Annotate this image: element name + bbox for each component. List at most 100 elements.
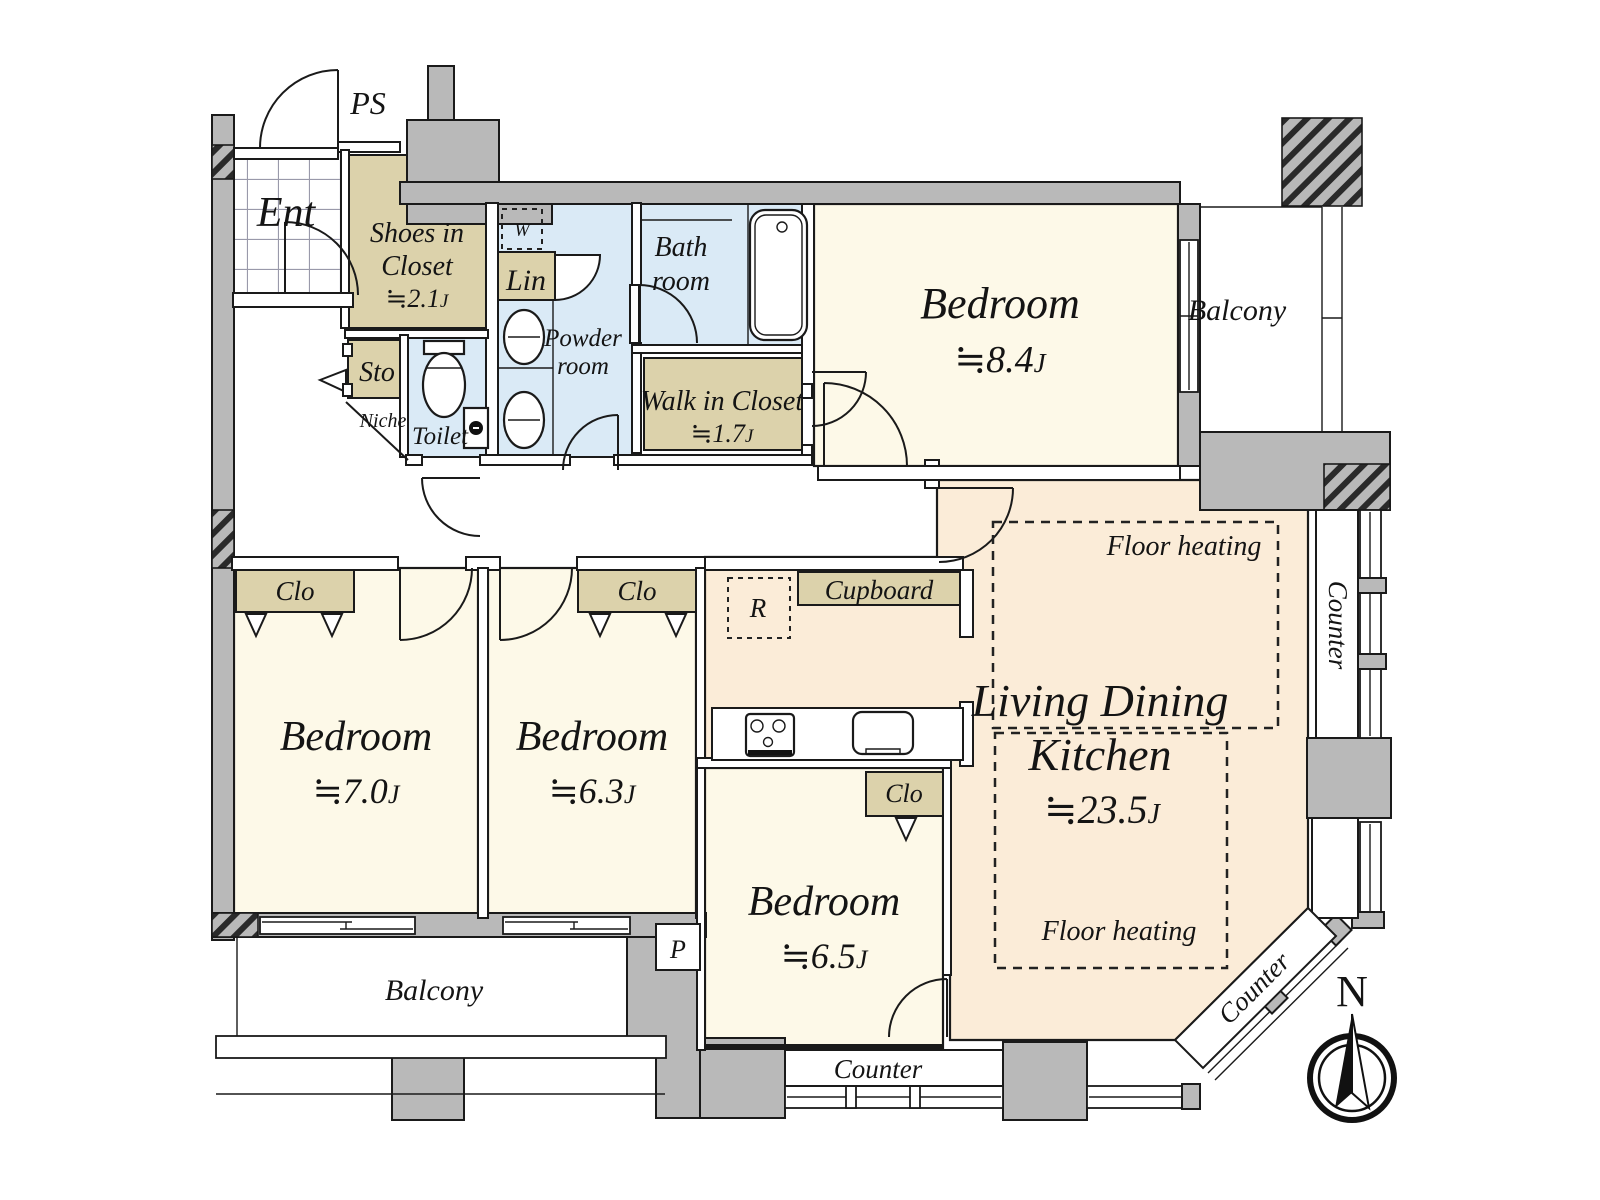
storage-floor	[347, 339, 407, 399]
doors	[259, 69, 1014, 1038]
closet-west-label: Clo	[275, 576, 314, 606]
ps-label: PS	[349, 85, 386, 121]
powder-label-2: room	[557, 353, 609, 380]
wic-door	[811, 371, 867, 427]
ldk-label-2: Kitchen	[1027, 729, 1171, 780]
shoes-closet-label-2: Closet	[381, 251, 454, 282]
south-counter-window	[784, 1085, 1004, 1109]
cupboard-label: Cupboard	[825, 575, 934, 605]
closet-south-floor	[865, 771, 944, 817]
powder-counter-lines	[498, 300, 554, 455]
linen-door	[554, 254, 602, 302]
niche-wall	[345, 401, 409, 461]
bedroom-main-label: Bedroom	[920, 279, 1080, 328]
counter-right	[1315, 509, 1359, 739]
ldk-door	[938, 487, 1014, 563]
counter-diagonal	[1173, 906, 1338, 1070]
bedroom-south-door	[888, 978, 948, 1038]
pipe-label: P	[669, 935, 686, 964]
floor-heating-zone-2	[993, 731, 1229, 970]
bathtub-icon	[642, 204, 809, 345]
center-bedroom-window	[502, 916, 631, 935]
bath-label-2: room	[652, 266, 710, 297]
sto-label: Sto	[359, 357, 395, 388]
interior-walls	[231, 141, 1181, 1051]
sink2-icon	[502, 390, 546, 450]
entrance-label: Ent	[256, 190, 317, 236]
wic-label: Walk in Closet	[641, 386, 805, 417]
refrigerator-box	[727, 577, 791, 639]
bay-window-bottom	[1086, 1083, 1201, 1110]
bedroom-west-label: Bedroom	[280, 714, 432, 760]
ldk-label-1: Living Dining	[971, 675, 1229, 726]
closet-west-floor	[235, 569, 355, 613]
toilet-door	[421, 477, 481, 537]
wic-area: ≒1.7J	[691, 419, 755, 448]
floor-heating-label-2: Floor heating	[1041, 916, 1197, 947]
entrance-door	[259, 69, 339, 149]
cupboard-floor	[797, 571, 964, 606]
pillar-south-left	[699, 1037, 786, 1119]
refrigerator-label: R	[749, 593, 767, 623]
ldk-area: ≒23.5J	[1044, 787, 1162, 832]
balcony-topright-label: Balcony	[1188, 294, 1287, 327]
counter-south	[784, 1049, 1004, 1087]
stove-icon	[744, 712, 796, 758]
entrance-hall-door	[284, 221, 359, 296]
compass-icon	[1307, 1013, 1397, 1123]
floor-heating-label-1: Floor heating	[1106, 531, 1262, 562]
counter-south-label: Counter	[834, 1054, 923, 1084]
toilet-icon	[421, 339, 467, 419]
right-counter-window	[1355, 509, 1387, 739]
walls	[211, 65, 1392, 1121]
ps-chimney	[427, 65, 455, 123]
pillar-entry	[406, 119, 500, 225]
counter-right-label: Counter	[1323, 581, 1353, 670]
west-bedroom-window	[259, 916, 416, 935]
bath-label-1: Bath	[655, 232, 708, 263]
kitchen-sink-icon	[851, 710, 915, 756]
floors	[232, 149, 1310, 1052]
pillar-right	[1306, 737, 1392, 819]
washer-box	[501, 208, 543, 250]
balcony-south-label: Balcony	[385, 974, 484, 1007]
bedroom-center-label: Bedroom	[516, 714, 668, 760]
bedroom-center-floor	[486, 566, 698, 920]
bedroom-main-door	[823, 382, 908, 467]
pillar-top-right	[1281, 117, 1363, 207]
pipe-box	[655, 923, 701, 971]
bedroom-main-area: ≒8.4J	[954, 339, 1047, 381]
linen-floor	[497, 251, 556, 301]
floor-heating-zone-1	[991, 520, 1280, 730]
balcony-topright-rail	[1200, 206, 1343, 432]
counters	[215, 206, 1359, 1095]
shoes-closet-label-1: Shoes in	[370, 218, 464, 249]
north-label: N	[1336, 967, 1368, 1016]
powder-door	[562, 414, 619, 471]
right-lower-window	[1351, 821, 1385, 929]
top-wall	[399, 181, 1181, 205]
washlet-panel-icon	[462, 406, 490, 450]
bedroom-main-floor	[812, 202, 1180, 468]
wic-floor	[643, 357, 803, 451]
closet-door-marks	[244, 613, 918, 843]
closet-center-label: Clo	[617, 576, 656, 606]
closet-center-floor	[577, 569, 697, 613]
balcony-south-rail	[215, 937, 667, 1095]
niche-label: Niche	[359, 410, 407, 432]
linen-label: Lin	[505, 264, 546, 297]
pillar-south-right	[1002, 1041, 1088, 1121]
bedroom-south-bottom-wall	[705, 1044, 943, 1050]
kitchen	[711, 577, 964, 761]
bedroom-south-label: Bedroom	[748, 879, 900, 925]
bedroom-south-area: ≒6.5J	[781, 936, 869, 976]
toilet-label: Toilet	[412, 423, 469, 450]
bedroom-center-door	[499, 567, 573, 641]
bedroom-west-door	[399, 567, 473, 641]
sink-icon	[502, 308, 546, 366]
floor-heating-zones	[991, 520, 1280, 970]
washer-label: W	[515, 220, 532, 240]
bedroom-center-area: ≒6.3J	[549, 771, 637, 811]
bath-door	[629, 284, 698, 344]
counter-right-lower	[1311, 817, 1359, 919]
